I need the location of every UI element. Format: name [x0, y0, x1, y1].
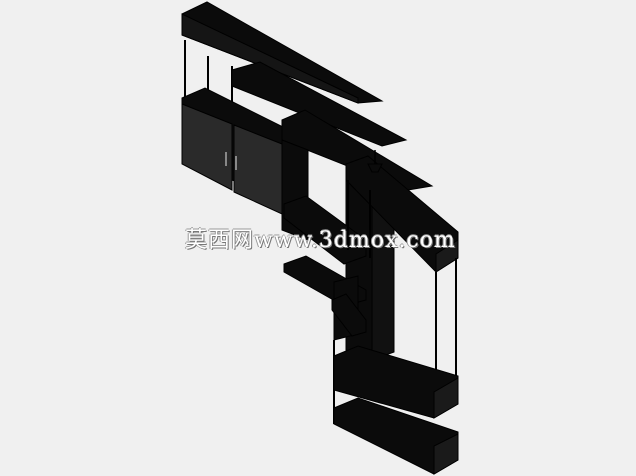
right-long-shelf — [345, 155, 459, 273]
third-shelf — [281, 109, 434, 191]
watermark-text: 莫西网www.3dmox.com — [185, 228, 456, 253]
cabinet-door-left — [181, 103, 233, 191]
bottom-drawers — [333, 345, 459, 475]
lower-left-shelves — [283, 195, 367, 341]
hanging-lamp — [367, 150, 383, 173]
cabinet — [181, 87, 306, 215]
top-shelf — [181, 1, 384, 104]
second-shelf — [231, 61, 408, 147]
